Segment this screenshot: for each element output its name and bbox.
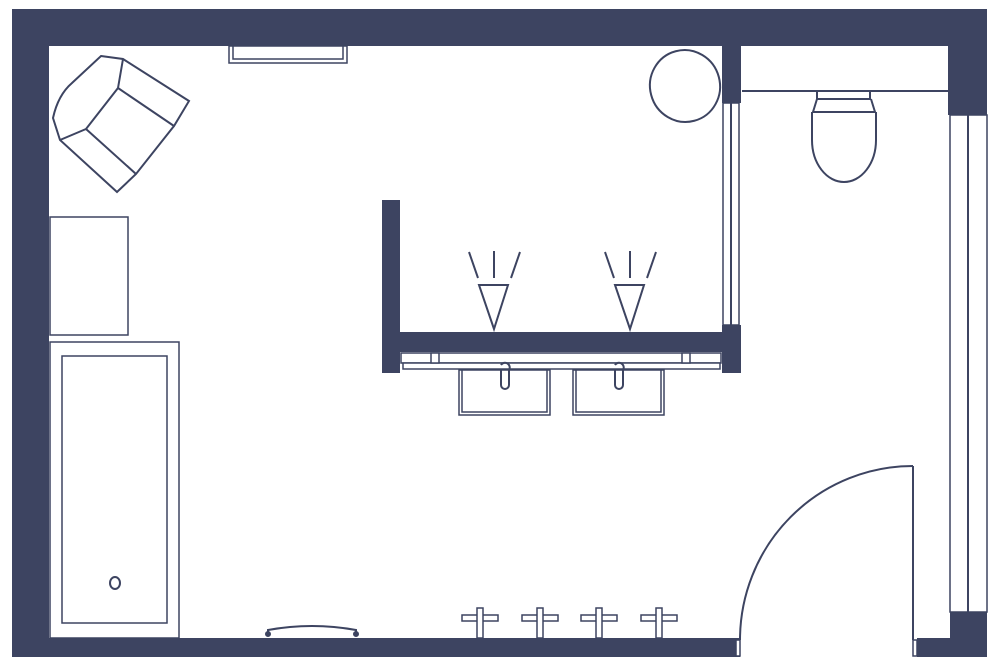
right-window <box>949 114 988 613</box>
partition-wall-horizontal <box>400 332 722 352</box>
left-wall <box>12 9 49 657</box>
round-table-icon <box>648 49 722 123</box>
walls <box>12 9 987 657</box>
sink-icon <box>572 361 665 416</box>
hook-icon <box>521 607 559 639</box>
hook-icon <box>640 607 678 639</box>
hook-icon <box>461 607 499 639</box>
top-wall <box>12 9 987 46</box>
entry-door[interactable] <box>735 465 918 657</box>
bottom-wall-left <box>12 638 740 657</box>
bathtub-icon <box>49 341 180 639</box>
hook-icon <box>580 607 618 639</box>
wall-lamp-icon <box>604 251 657 333</box>
toilet-glass-partition <box>722 102 740 326</box>
towel-hooks <box>461 607 678 639</box>
toilet-wall-top <box>722 46 741 103</box>
sink-icon <box>458 361 551 416</box>
vanity-counter-icon <box>400 352 722 370</box>
right-wall-top <box>948 9 987 115</box>
partition-wall-vertical <box>382 200 400 373</box>
radiator-bottom-icon <box>265 625 359 637</box>
right-wall-bottom <box>950 612 987 657</box>
radiator-top-icon <box>228 45 348 64</box>
side-cabinet-icon <box>49 216 129 336</box>
bath-drain-icon <box>109 576 121 590</box>
toilet-wall-bottom <box>722 325 741 373</box>
armchair-icon <box>51 54 191 194</box>
toilet-icon <box>811 92 877 183</box>
wall-lamp-icon <box>468 251 521 333</box>
